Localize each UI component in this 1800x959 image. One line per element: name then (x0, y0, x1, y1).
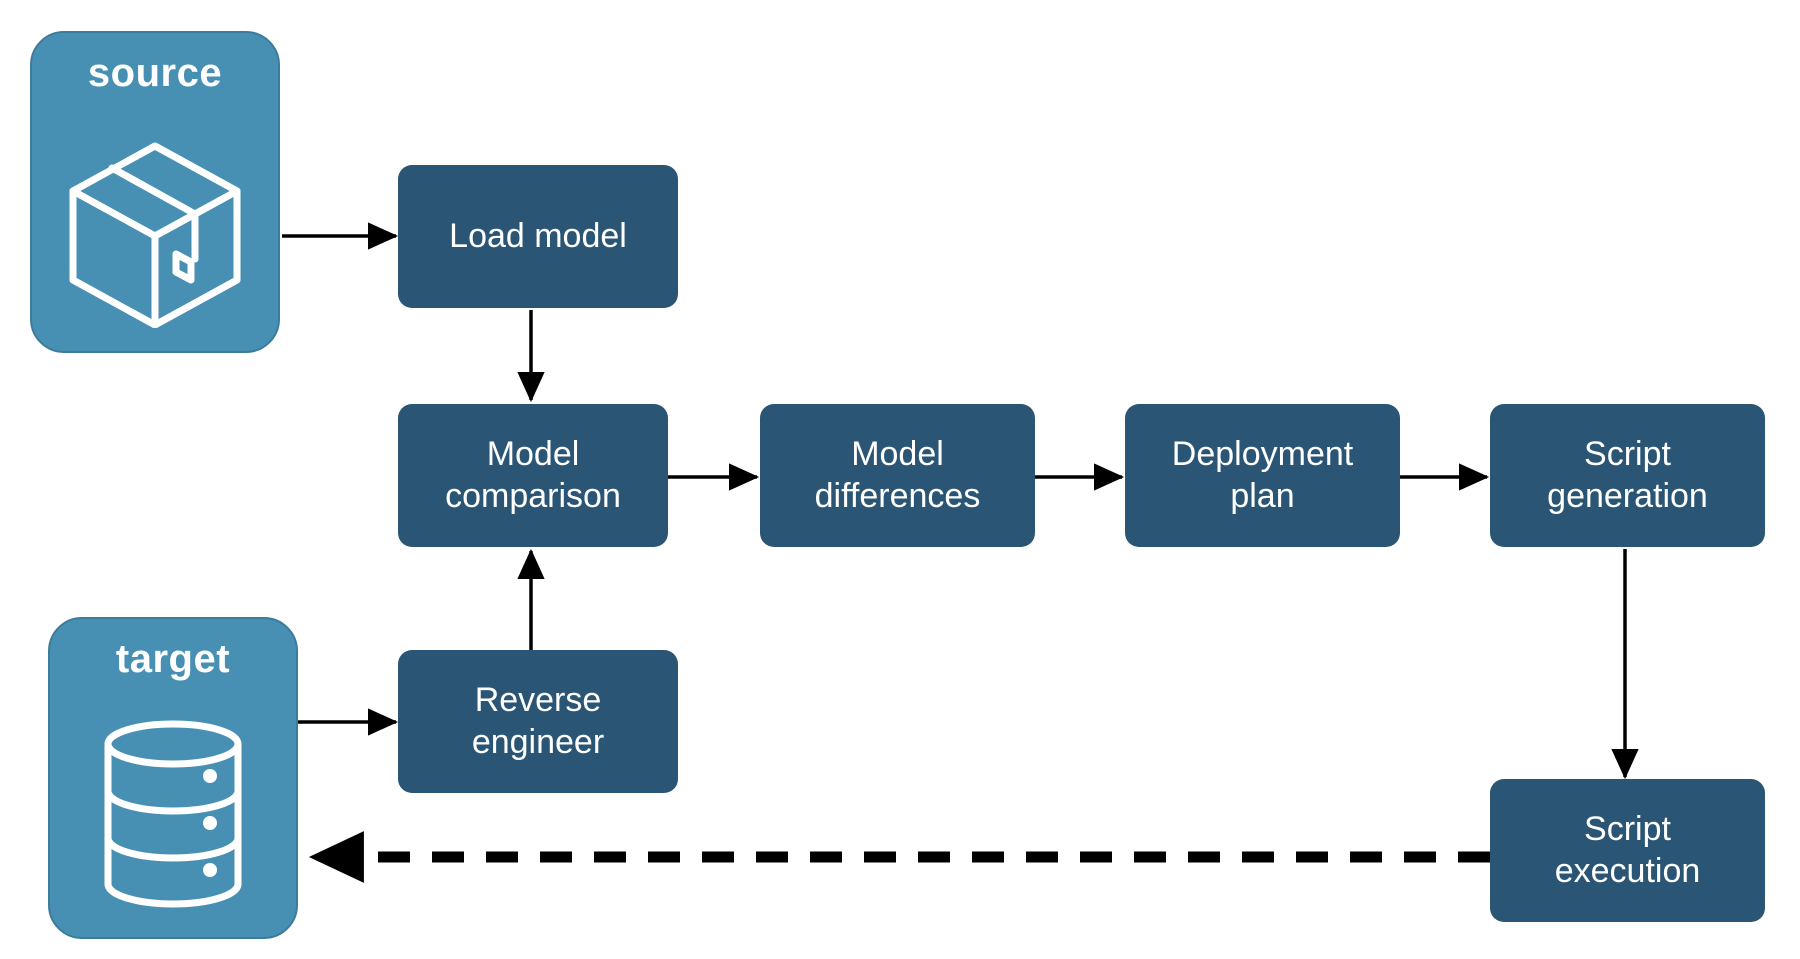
reverse-engineer-label: Reverse engineer (471, 681, 605, 761)
node-target[interactable]: target (48, 617, 298, 939)
script-generation-label: Script generation (1547, 435, 1708, 515)
source-label: source (87, 51, 223, 95)
node-load-model[interactable]: Load model (398, 165, 678, 308)
node-model-differences[interactable]: Model differences (760, 404, 1035, 547)
package-box-icon (32, 105, 278, 351)
load-model-label: Load model (449, 216, 627, 255)
target-label: target (115, 637, 231, 681)
model-comparison-label: Model comparison (445, 435, 621, 515)
database-cylinder-icon (50, 691, 296, 937)
deployment-plan-label: Deployment plan (1171, 435, 1354, 515)
script-execution-label: Script execution (1554, 810, 1701, 890)
node-script-execution[interactable]: Script execution (1490, 779, 1765, 922)
node-model-comparison[interactable]: Model comparison (398, 404, 668, 547)
node-reverse-engineer[interactable]: Reverse engineer (398, 650, 678, 793)
node-source[interactable]: source (30, 31, 280, 353)
model-differences-label: Model differences (814, 435, 981, 515)
node-script-generation[interactable]: Script generation (1490, 404, 1765, 547)
node-deployment-plan[interactable]: Deployment plan (1125, 404, 1400, 547)
